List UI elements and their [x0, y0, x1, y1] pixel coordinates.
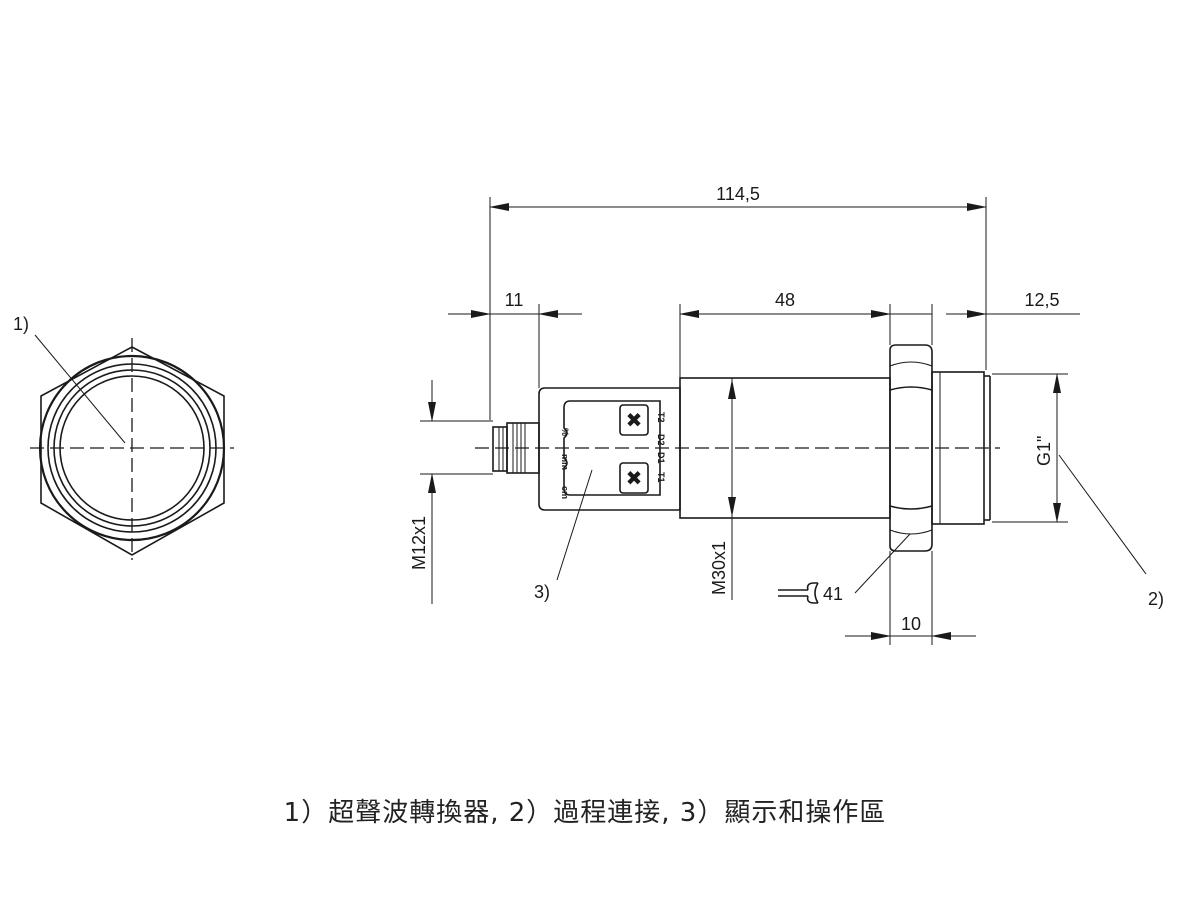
label-t2: T2 [656, 412, 666, 423]
callout-2-leader [1058, 454, 1147, 575]
front-view: 1) [13, 314, 234, 560]
callout-2: 2) [1148, 589, 1164, 609]
button-upper-icon: ✖ [626, 408, 643, 432]
figure-caption: 1）超聲波轉換器, 2）過程連接, 3）顯示和操作區 [283, 798, 887, 828]
dim-thread-length: 12,5 [1024, 290, 1059, 310]
wrench-icon [778, 582, 819, 604]
dimension-lines: 114,5 11 48 12,5 M12x1 M30x1 G1" [409, 184, 1164, 645]
callout-1-leader [34, 334, 126, 444]
hex-nut-side [889, 344, 933, 552]
button-lower [619, 462, 649, 494]
dim-body-thread: M30x1 [709, 541, 729, 595]
callout-1: 1) [13, 314, 29, 334]
dim-plug-thread: M12x1 [409, 516, 429, 570]
dim-total-length: 114,5 [716, 184, 760, 204]
dim-wrench-size: 41 [823, 584, 843, 604]
callout-3-leader [556, 469, 593, 581]
label-percent: % [560, 428, 570, 436]
dim-plug-length: 11 [505, 290, 524, 310]
process-thread [931, 371, 991, 525]
dim-process-thread: G1" [1034, 436, 1054, 466]
dim-body-length: 48 [775, 290, 795, 310]
display-window [563, 400, 661, 496]
label-d2: D2 [656, 434, 666, 446]
m12-connector [492, 422, 540, 474]
label-cm: cm [560, 486, 570, 499]
label-d1: D1 [656, 452, 666, 464]
label-t1: T1 [656, 472, 666, 483]
button-upper [619, 404, 649, 436]
label-mm: mm [560, 454, 570, 470]
button-lower-icon: ✖ [626, 466, 643, 490]
hex-nut-outline [40, 346, 225, 556]
dim-nut-width: 10 [901, 614, 921, 634]
display-housing: ✖ ✖ cm mm % T2 D2 D1 T1 [538, 387, 681, 511]
side-view: ✖ ✖ cm mm % T2 D2 D1 T1 [475, 344, 1000, 552]
callout-3: 3) [534, 582, 550, 602]
